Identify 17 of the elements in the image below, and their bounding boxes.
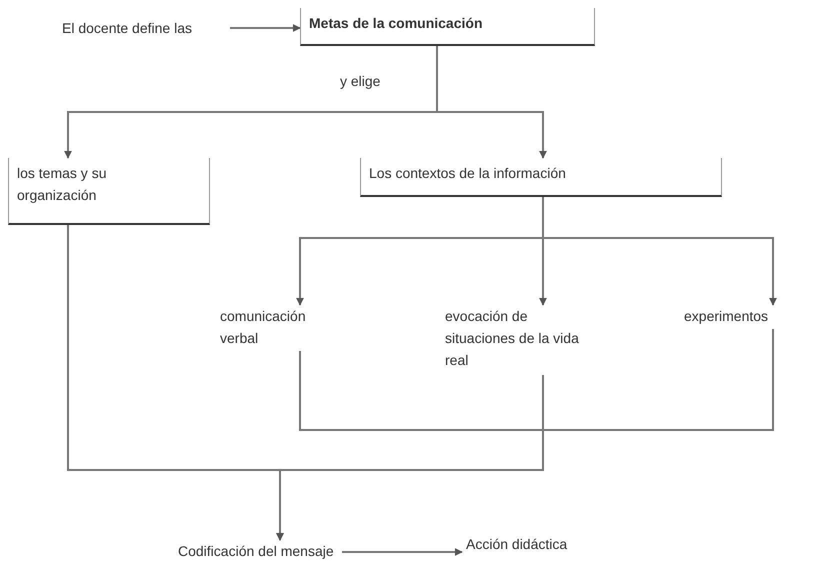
box-text: los temas y su organización: [17, 164, 108, 205]
concept-text: comunicación verbal: [220, 305, 340, 351]
box-text: Metas de la comunicación: [309, 14, 484, 33]
arrow: [542, 197, 777, 306]
arrow: [230, 24, 301, 32]
edge-label: y elige: [338, 73, 382, 89]
concept-text: Acción didáctica: [466, 533, 636, 557]
concept-text: experimentos: [684, 305, 820, 329]
concept-text: El docente define las: [62, 17, 230, 41]
arrow: [342, 548, 463, 556]
concept-box: [300, 8, 595, 46]
concept-box: [8, 158, 210, 225]
concept-text: evocación de situaciones de la vida real: [445, 305, 580, 375]
arrow: [276, 329, 774, 541]
concept-text: Codificación del mensaje: [178, 540, 338, 564]
box-text: Los contextos de la información: [369, 164, 567, 183]
concept-box: [360, 158, 722, 197]
